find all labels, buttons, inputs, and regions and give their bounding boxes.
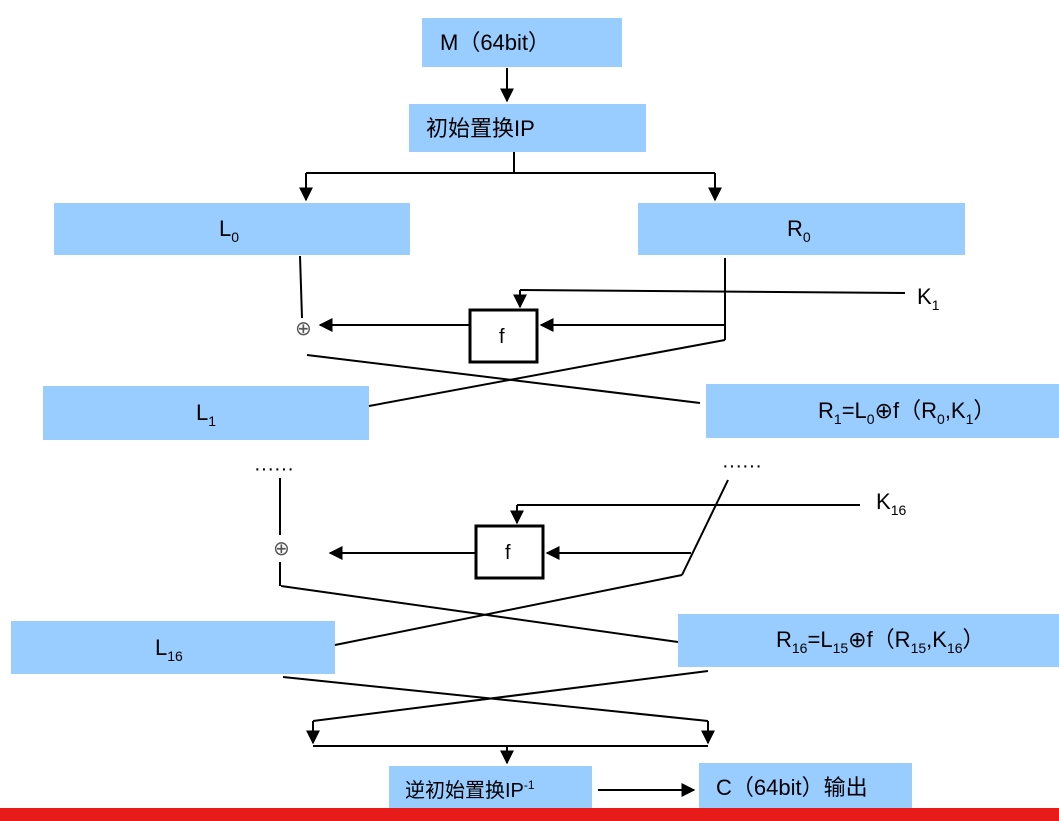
cross-line-round16-a: [280, 585, 679, 643]
ellipsis-left: ······: [254, 458, 294, 480]
k1-label: K1: [917, 284, 940, 313]
xor-icon-round1: ⊕: [295, 318, 312, 340]
output-box: [699, 763, 912, 811]
l1-box: [43, 386, 369, 440]
k1-line: [519, 289, 906, 294]
output-box-label: C（64bit）输出: [716, 775, 868, 800]
ellipsis-right: ······: [722, 455, 762, 477]
final-cross-b: [312, 670, 709, 722]
cross-line-round16-b: [334, 574, 683, 646]
l16-label: L16: [155, 635, 183, 664]
r16-label: R16=L15⊕f（R15,K16）: [776, 627, 985, 656]
initial-permutation-box: [409, 104, 646, 152]
l0-down-line: [299, 255, 303, 319]
cross-line-round1-b: [368, 339, 726, 407]
inverse-permutation-box: [389, 766, 592, 813]
f-label-round1: f: [499, 326, 505, 348]
l1-label: L1: [196, 400, 216, 429]
initial-permutation-label: 初始置换IP: [426, 116, 535, 141]
r15-down-line: [681, 479, 729, 576]
l16-box: [11, 621, 335, 674]
k16-label: K16: [876, 489, 906, 518]
xor-icon-round16: ⊕: [273, 538, 290, 560]
l0-box: [54, 203, 410, 255]
f-label-round16: f: [505, 542, 511, 564]
bottom-red-bar: [0, 808, 1059, 821]
input-box-label: M（64bit）: [440, 30, 550, 55]
cross-line-round1-a: [306, 354, 701, 404]
final-cross-a: [282, 676, 709, 722]
r16-box: [678, 614, 1059, 667]
r0-label: R0: [787, 216, 811, 245]
l0-label: L0: [219, 216, 239, 245]
r0-box: [638, 203, 965, 255]
r1-box: [706, 384, 1059, 438]
inverse-permutation-label: 逆初始置换IP-1: [405, 778, 535, 802]
r1-label: R1=L0⊕f（R0,K1）: [818, 398, 995, 427]
f-function-box-round1: [468, 308, 539, 364]
input-box: [422, 18, 622, 67]
